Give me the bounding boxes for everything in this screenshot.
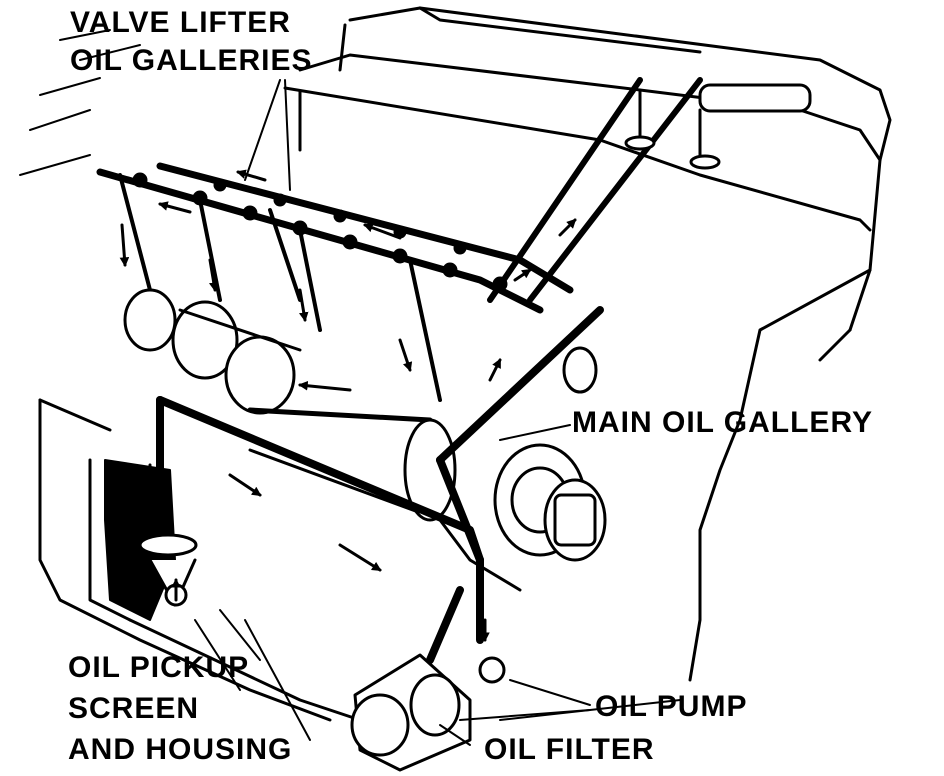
- label-oil-pickup-line3: AND HOUSING: [68, 733, 293, 766]
- oil-pump-drive: [493, 346, 607, 562]
- leader-lines: [194, 79, 591, 746]
- oil-filter: [350, 653, 472, 772]
- rocker-feed-pipes: [487, 77, 703, 303]
- rocker-shaft: [624, 83, 812, 170]
- label-oil-pickup-line2: SCREEN: [68, 692, 200, 725]
- oil-pump-pipe: [426, 556, 484, 664]
- main-oil-gallery: [156, 306, 604, 564]
- label-oil-filter: OIL FILTER: [484, 733, 655, 766]
- label-valve-lifter-line2: OIL GALLERIES: [70, 44, 313, 77]
- engine-block-outline: [19, 6, 892, 722]
- label-main-oil-gallery: MAIN OIL GALLERY: [572, 406, 873, 439]
- label-oil-pump: OIL PUMP: [595, 690, 748, 723]
- oil-pump-body: [478, 656, 506, 684]
- crankshaft: [123, 288, 457, 522]
- flow-arrows: [119, 169, 577, 642]
- label-oil-pickup-line1: OIL PICKUP: [68, 651, 250, 684]
- label-valve-lifter-line1: VALVE LIFTER: [70, 6, 291, 39]
